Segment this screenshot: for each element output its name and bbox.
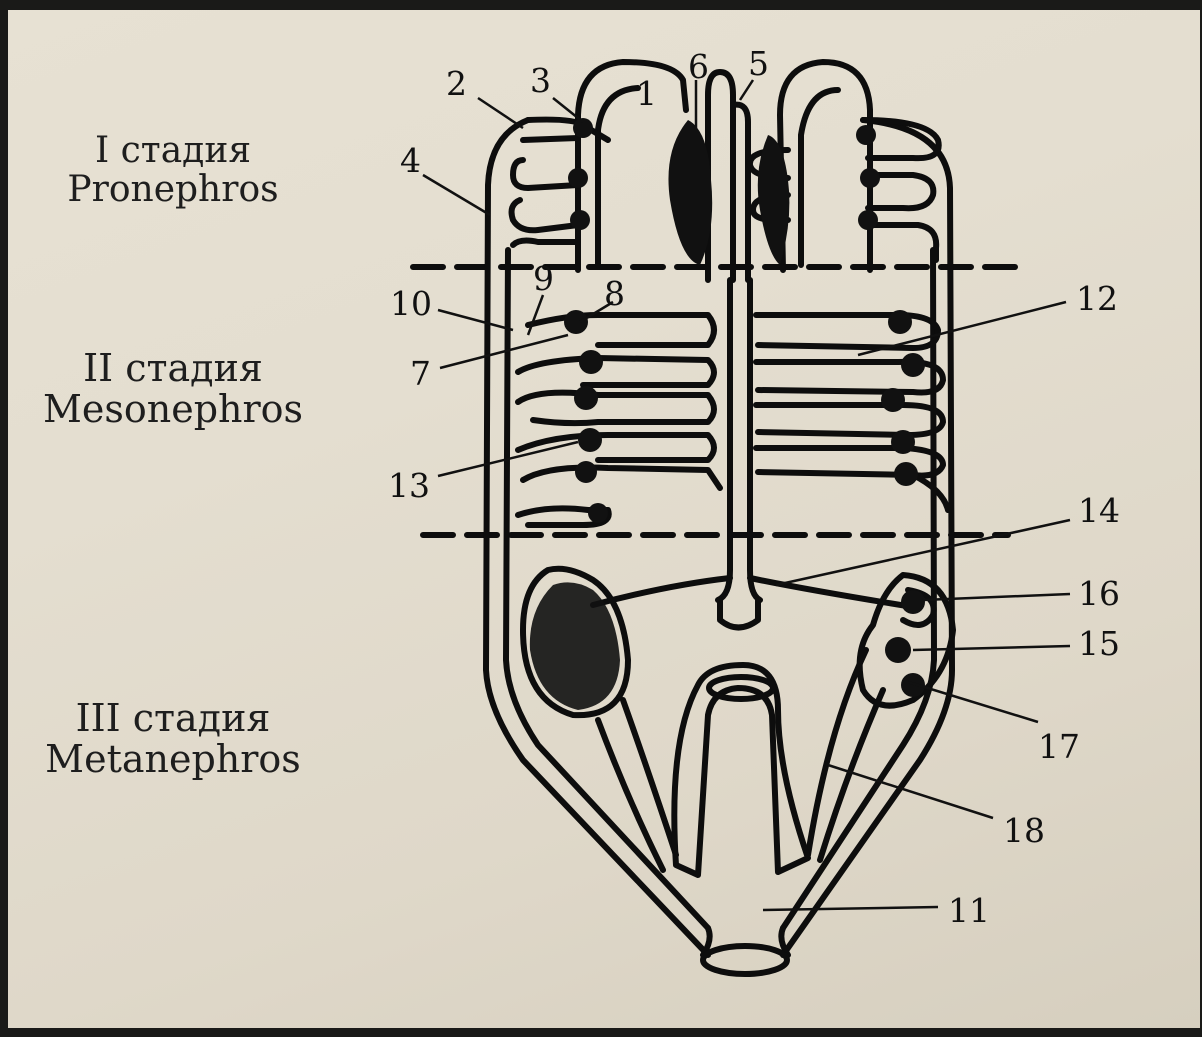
- central-tube-end: [720, 600, 758, 628]
- right-head-lobe-inner: [801, 90, 838, 265]
- pointer-9: [528, 295, 543, 335]
- callout-14: 14: [1078, 491, 1120, 530]
- callout-9: 9: [533, 259, 554, 298]
- glomerulus: [860, 168, 880, 188]
- diagram-page: I стадия Pronephros II стадия Mesonephro…: [8, 10, 1200, 1028]
- glomerulus: [885, 637, 911, 663]
- glomerulus: [575, 461, 597, 483]
- callout-12: 12: [1076, 279, 1118, 318]
- glomerulus: [901, 590, 925, 614]
- callout-6: 6: [688, 47, 709, 86]
- pronephros-tubule-left-3: [512, 200, 578, 230]
- pointer-10: [438, 310, 513, 330]
- glomerulus: [568, 168, 588, 188]
- mesonephros-tubule-left-1: [528, 315, 714, 345]
- glomerulus: [888, 310, 912, 334]
- pointer-12: [858, 302, 1066, 355]
- callout-18: 18: [1003, 811, 1045, 850]
- cloaca-opening: [703, 946, 787, 974]
- mesonephros-tubule-right-3: [756, 405, 943, 435]
- callout-10: 10: [390, 284, 432, 323]
- callout-numbers: 1 2 3 4 5 6 7 8 9 10 11 12 13 14 15 16 1…: [388, 44, 1120, 930]
- pronephric-mass-right: [758, 135, 790, 265]
- callout-16: 16: [1078, 574, 1120, 613]
- pronephros-tubule-left-2: [513, 160, 578, 188]
- pronephros-tubule-right-3: [868, 225, 936, 260]
- callout-7: 7: [410, 354, 431, 393]
- glomerulus: [574, 386, 598, 410]
- mesonephros-tubule-left-2: [518, 358, 714, 385]
- mesonephros-tubule-right-5: [913, 475, 948, 510]
- glomerulus: [901, 353, 925, 377]
- glomerulus: [564, 310, 588, 334]
- callout-2: 2: [446, 64, 467, 103]
- pointer-5: [740, 80, 753, 100]
- callout-3: 3: [530, 61, 551, 100]
- glomerulus: [881, 388, 905, 412]
- central-canal-lower: [718, 280, 760, 600]
- left-head-lobe-inner: [598, 88, 638, 265]
- mesonephros-tubule-left-4: [518, 435, 714, 460]
- callout-4: 4: [400, 141, 421, 180]
- callout-15: 15: [1078, 624, 1120, 663]
- pronephros-tubule-left-4: [513, 241, 578, 245]
- glomerulus: [894, 462, 918, 486]
- glomerulus: [578, 428, 602, 452]
- mesonephros-tubule-left-3: [518, 393, 714, 423]
- pointer-2: [478, 98, 523, 128]
- callout-11: 11: [948, 891, 990, 930]
- glomerulus: [579, 350, 603, 374]
- glomerulus: [856, 125, 876, 145]
- glomerulus: [858, 210, 878, 230]
- central-canal-left: [708, 72, 733, 280]
- glomerulus: [570, 210, 590, 230]
- pointer-4: [423, 175, 490, 215]
- glomerulus: [891, 430, 915, 454]
- left-ureter: [598, 700, 676, 870]
- callout-5: 5: [748, 44, 769, 83]
- glomerulus: [588, 503, 608, 523]
- pointer-14: [776, 520, 1070, 585]
- kidney-development-drawing: 1 2 3 4 5 6 7 8 9 10 11 12 13 14 15 16 1…: [8, 10, 1200, 1028]
- callout-1: 1: [636, 74, 657, 113]
- mesonephros-tubule-left-5: [523, 468, 720, 489]
- callout-13: 13: [388, 466, 430, 505]
- callout-8: 8: [604, 274, 625, 313]
- pointer-11: [763, 907, 938, 910]
- callout-17: 17: [1038, 727, 1080, 766]
